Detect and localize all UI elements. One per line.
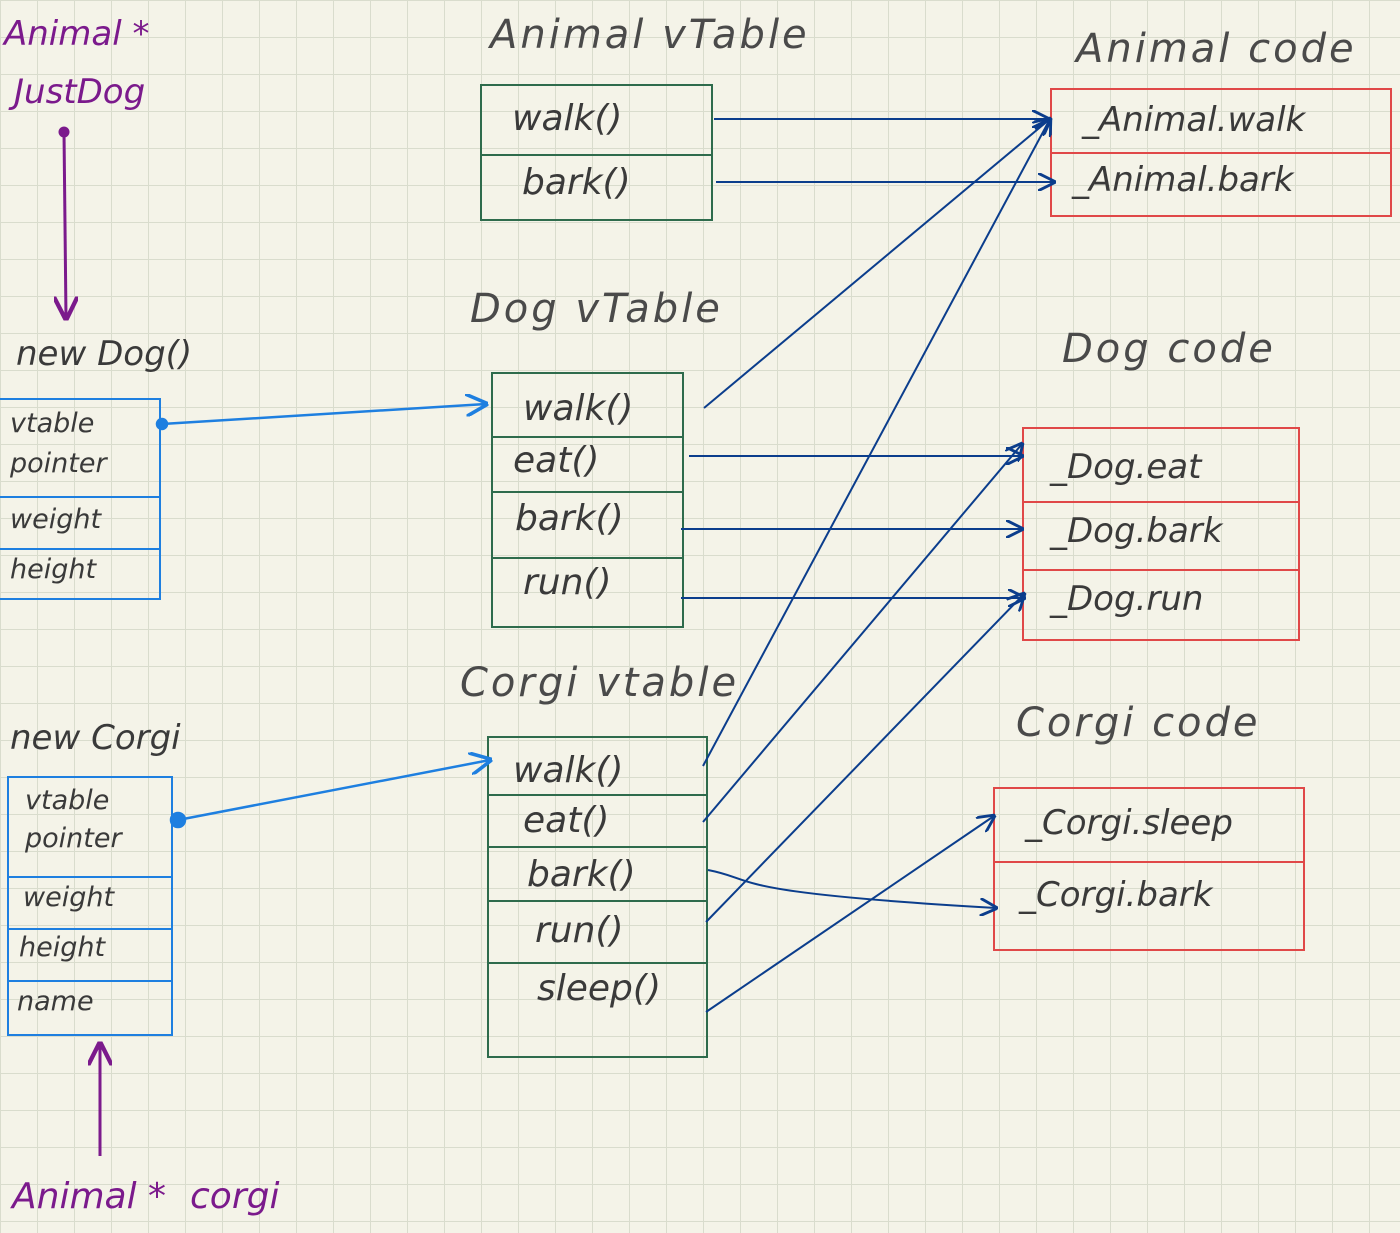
animal-pointer-type-top: Animal * bbox=[4, 14, 150, 54]
dog-vtable-title: Dog vTable bbox=[470, 286, 723, 332]
animal-vtable-bark: bark() bbox=[522, 162, 631, 203]
row-divider bbox=[493, 557, 682, 559]
row-divider bbox=[489, 794, 706, 796]
dog-vtable: walk() eat() bark() run() bbox=[491, 372, 684, 628]
row-divider bbox=[1024, 569, 1298, 571]
row-divider bbox=[995, 861, 1303, 863]
dog-vptr-arrow bbox=[161, 404, 486, 426]
corgi-object: vtable pointer weight height name bbox=[7, 776, 173, 1036]
corgi-code-sleep: _Corgi.sleep bbox=[1025, 803, 1233, 843]
dog-vtable-eat: eat() bbox=[513, 440, 600, 481]
row-divider bbox=[482, 154, 711, 156]
corgi-object-name: name bbox=[17, 986, 94, 1017]
corgi-walk-link bbox=[702, 119, 1050, 767]
row-divider bbox=[489, 962, 706, 964]
row-divider bbox=[489, 846, 706, 848]
row-divider bbox=[9, 928, 171, 930]
row-divider bbox=[9, 980, 171, 982]
corgi-vtable: walk() eat() bark() run() sleep() bbox=[487, 736, 708, 1058]
animal-pointer-name-bottom: corgi bbox=[190, 1176, 280, 1217]
justdog-pointer-arrow bbox=[64, 131, 66, 318]
animal-code-bark: _Animal.bark bbox=[1072, 160, 1294, 200]
corgi-vtable-title: Corgi vtable bbox=[460, 660, 740, 706]
corgi-code-title: Corgi code bbox=[1016, 700, 1261, 746]
dog-object: vtable pointer weight height bbox=[0, 398, 161, 600]
new-dog-label: new Dog() bbox=[16, 334, 193, 374]
animal-code-title: Animal code bbox=[1076, 26, 1357, 72]
corgi-vtable-bark: bark() bbox=[527, 854, 636, 895]
dog-walk-link bbox=[703, 119, 1050, 409]
row-divider bbox=[493, 491, 682, 493]
corgi-object-weight: weight bbox=[23, 882, 115, 913]
dog-code-bark: _Dog.bark bbox=[1050, 511, 1223, 551]
corgi-object-vtable-pointer: vtable pointer bbox=[25, 785, 122, 854]
dog-vtable-run: run() bbox=[523, 562, 612, 603]
animal-vtable: walk() bark() bbox=[480, 84, 713, 221]
animal-vtable-title: Animal vTable bbox=[490, 12, 810, 58]
corgi-eat-link bbox=[702, 444, 1022, 823]
corgi-code: _Corgi.sleep _Corgi.bark bbox=[993, 787, 1305, 951]
dog-object-vtable-pointer: vtable pointer bbox=[10, 408, 107, 479]
corgi-vptr-arrow bbox=[177, 760, 490, 822]
animal-vtable-walk: walk() bbox=[512, 98, 623, 139]
animal-code-walk: _Animal.walk bbox=[1082, 100, 1306, 140]
corgi-vtable-sleep: sleep() bbox=[537, 968, 661, 1009]
corgi-vtable-run: run() bbox=[535, 910, 624, 951]
row-divider bbox=[0, 548, 159, 550]
dog-code-title: Dog code bbox=[1062, 326, 1276, 372]
dog-code-run: _Dog.run bbox=[1050, 579, 1204, 619]
animal-code: _Animal.walk _Animal.bark bbox=[1050, 88, 1392, 217]
animal-pointer-type-bottom: Animal * bbox=[12, 1176, 167, 1217]
corgi-sleep-link bbox=[705, 816, 994, 1013]
row-divider bbox=[0, 496, 159, 498]
dog-code: _Dog.eat _Dog.bark _Dog.run bbox=[1022, 427, 1300, 641]
corgi-bark-link bbox=[707, 869, 996, 908]
corgi-run-link bbox=[705, 594, 1024, 923]
dog-object-height: height bbox=[10, 554, 97, 585]
new-corgi-label: new Corgi bbox=[10, 718, 181, 758]
row-divider bbox=[1052, 152, 1390, 154]
dog-vtable-bark: bark() bbox=[515, 498, 624, 539]
row-divider bbox=[1024, 501, 1298, 503]
corgi-vtable-eat: eat() bbox=[523, 800, 610, 841]
corgi-code-bark: _Corgi.bark bbox=[1019, 875, 1213, 915]
dog-code-eat: _Dog.eat bbox=[1050, 447, 1202, 487]
row-divider bbox=[9, 876, 171, 878]
row-divider bbox=[489, 900, 706, 902]
corgi-vtable-walk: walk() bbox=[513, 750, 624, 791]
corgi-object-height: height bbox=[19, 932, 106, 963]
dog-object-weight: weight bbox=[10, 504, 102, 535]
row-divider bbox=[493, 436, 682, 438]
animal-pointer-name-top: JustDog bbox=[14, 72, 146, 112]
dog-vtable-walk: walk() bbox=[523, 388, 634, 429]
